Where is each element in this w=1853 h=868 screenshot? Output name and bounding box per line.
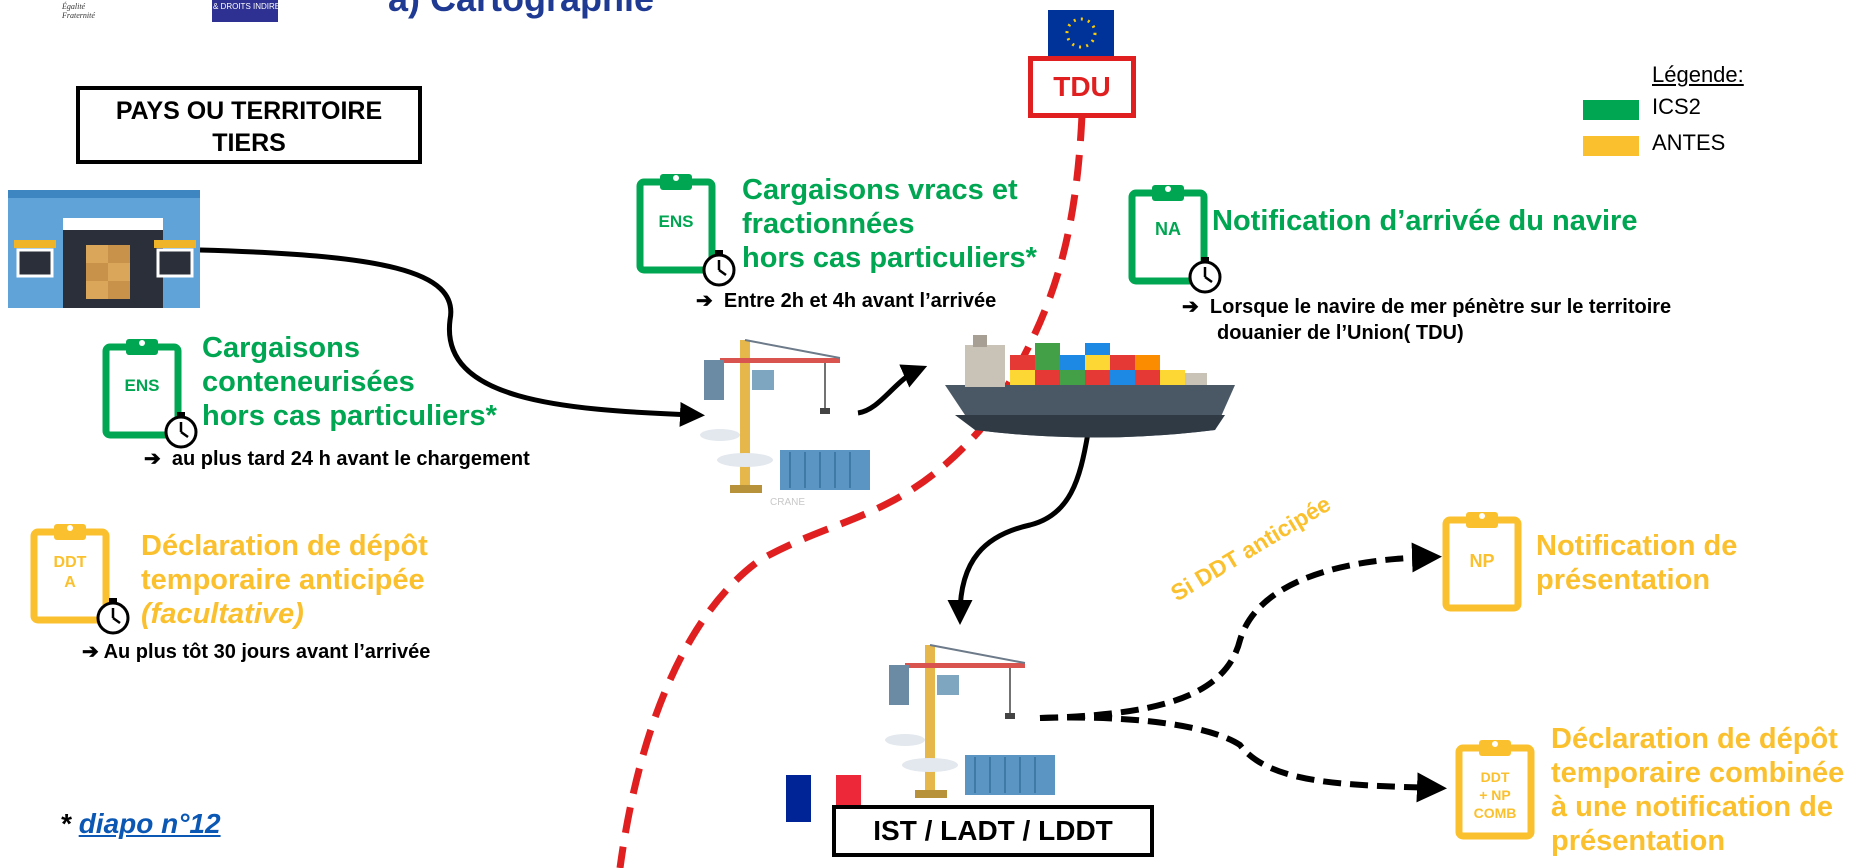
legend-item-antes: ANTES (1652, 130, 1726, 155)
dashed-arrow-to-ddt-comb (1039, 714, 1447, 803)
legend-item-ics2: ICS2 (1652, 94, 1701, 119)
third-country-line: TIERS (212, 129, 286, 157)
legend: Légende: ICS2 ANTES (1652, 62, 1744, 156)
na-badge: NA (1155, 219, 1181, 239)
arrow-icon: ➔ (144, 448, 161, 470)
tdu-label: TDU (1053, 71, 1111, 102)
heading-line: Notification de (1536, 530, 1738, 562)
np-badge: NP (1469, 551, 1495, 571)
arrow-icon: ➔ (696, 290, 713, 312)
badge-line: A (64, 574, 76, 591)
timing-text: au plus tard 24 h avant le chargement (171, 448, 530, 470)
port-label: IST / LADT / LDDT (873, 815, 1113, 846)
container-ship-icon (945, 335, 1235, 438)
third-country-line: PAYS OU TERRITOIRE (115, 97, 383, 125)
arrow-crane-to-ship (857, 364, 928, 416)
badge-line: DDT (53, 554, 87, 571)
timing-text: Entre 2h et 4h avant l’arrivée (723, 290, 997, 312)
heading-line: Cargaisons vracs et (742, 174, 1018, 206)
tdu-boundary-line (616, 114, 1086, 868)
arrow-icon: ➔ (1182, 296, 1199, 318)
legend-swatch-ics2 (1583, 100, 1639, 120)
heading-line: fractionnées (742, 208, 915, 240)
heading-line: Déclaration de dépôt (1551, 723, 1838, 755)
legend-title: Légende: (1652, 62, 1744, 87)
tdu-box: TDU (1028, 56, 1136, 118)
crane-caption: CRANE (770, 497, 805, 508)
arrow-ship-to-port (947, 432, 1091, 625)
footnote-star: * (60, 808, 71, 839)
badge-line: DDT (1480, 769, 1510, 785)
ddt-a-heading: Déclaration de dépôt temporaire anticipé… (141, 529, 428, 631)
heading-line: conteneurisées (202, 366, 415, 398)
eu-flag-icon (1048, 10, 1114, 56)
heading-line: (facultative) (141, 598, 304, 630)
arrow-icon: ➔ (82, 641, 99, 663)
ens-bulk-heading: Cargaisons vracs et fractionnées hors ca… (742, 173, 1037, 275)
badge-line: COMB (1473, 805, 1517, 821)
na-timing-line2: douanier de l’Union( TDU) (1217, 322, 1464, 344)
legend-swatch-antes (1583, 136, 1639, 156)
warehouse-icon (8, 190, 200, 308)
crane-icon (699, 339, 871, 494)
third-country-box: PAYS OU TERRITOIRE TIERS (76, 86, 422, 164)
heading-line: Cargaisons (202, 332, 360, 364)
dashed-arrow-to-np (1039, 542, 1442, 721)
customs-logo (212, 0, 278, 22)
heading-line: à une notification de (1551, 791, 1833, 823)
badge-line: + NP (1479, 787, 1511, 803)
heading-line: temporaire anticipée (141, 564, 425, 596)
heading-line: présentation (1536, 564, 1711, 596)
heading-line: hors cas particuliers* (202, 400, 497, 432)
motto-line: Égalité (62, 2, 86, 11)
na-timing: ➔ Lorsque le navire de mer pénètre sur l… (1182, 294, 1671, 320)
customs-logo-text: & DROITS INDIRECTS (213, 2, 297, 11)
footnote: * diapo n°12 (60, 808, 221, 840)
marianne-logo: Égalité Fraternité (62, 2, 95, 20)
ens-bulk-badge: ENS (658, 212, 694, 231)
french-flag-icon (786, 775, 861, 822)
arrow-warehouse-to-crane (199, 247, 705, 427)
crane-icon (884, 644, 1056, 799)
heading-line: hors cas particuliers* (742, 242, 1037, 274)
np-heading: Notification de présentation (1536, 529, 1737, 597)
heading-line: Déclaration de dépôt (141, 530, 428, 562)
ens-container-badge: ENS (124, 376, 160, 395)
port-box: IST / LADT / LDDT (832, 805, 1154, 857)
ens-container-timing: ➔ au plus tard 24 h avant le chargement (144, 446, 530, 472)
ddt-a-timing: ➔ Au plus tôt 30 jours avant l’arrivée (82, 639, 430, 665)
ddt-comb-heading: Déclaration de dépôt temporaire combinée… (1551, 722, 1844, 858)
ddt-comb-badge: DDT + NP COMB (1459, 768, 1531, 822)
na-heading: Notification d’arrivée du navire (1212, 205, 1638, 237)
ens-bulk-timing: ➔ Entre 2h et 4h avant l’arrivée (696, 288, 996, 314)
motto-line: Fraternité (62, 11, 95, 20)
page-title: a) Cartographie (388, 0, 654, 20)
timing-text: Lorsque le navire de mer pénètre sur le … (1209, 296, 1672, 318)
ens-container-heading: Cargaisons conteneurisées hors cas parti… (202, 331, 497, 433)
heading-line: présentation (1551, 825, 1726, 857)
footnote-link[interactable]: diapo n°12 (78, 808, 221, 839)
heading-line: temporaire combinée (1551, 757, 1845, 789)
timing-text: Au plus tôt 30 jours avant l’arrivée (103, 641, 431, 663)
ddt-a-badge: DDT A (34, 553, 106, 593)
